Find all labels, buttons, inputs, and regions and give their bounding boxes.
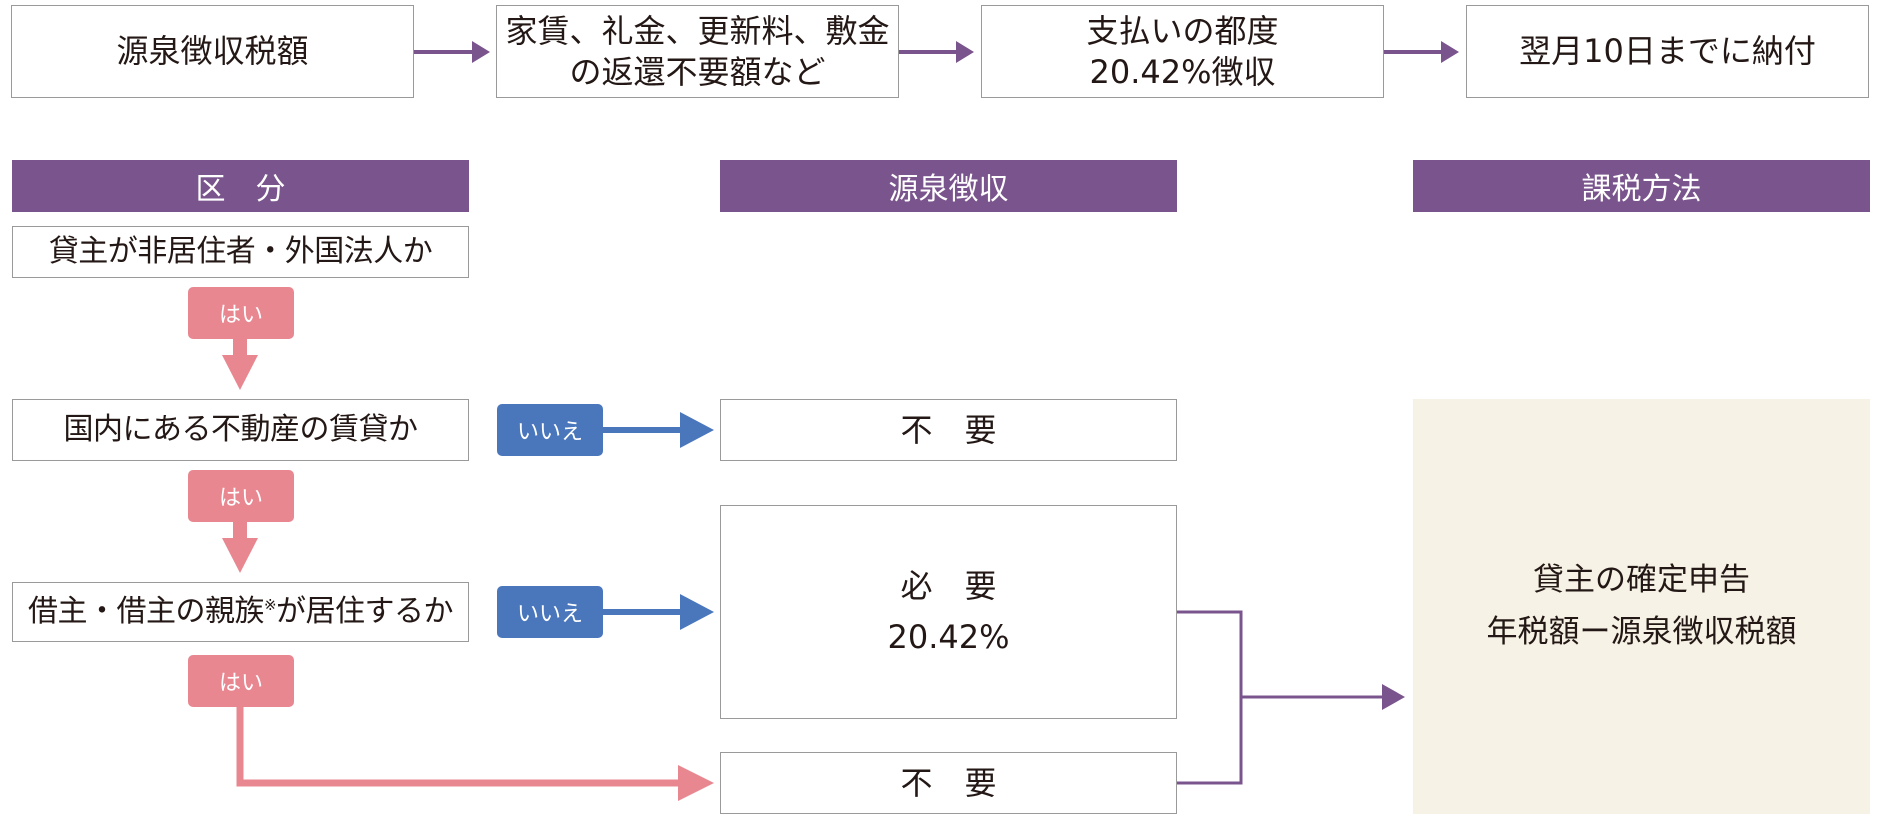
yes-tag-1: はい [188, 287, 294, 339]
result-not-required-1-text: 不 要 [900, 410, 997, 449]
flow-step-pay-deadline: 翌月10日までに納付 [1466, 5, 1869, 98]
flow-step-withholding-amount: 源泉徴収税額 [11, 5, 414, 98]
no-arrow-2 [600, 594, 714, 630]
question-nonresident-lessor: 貸主が非居住者・外国法人か [12, 226, 469, 278]
header-category: 区 分 [12, 160, 469, 212]
result-not-required-1: 不 要 [720, 399, 1177, 461]
result-required: 必 要 20.42% [720, 505, 1177, 719]
flow-step-rent-items: 家賃、礼金、更新料、敷金 の返還不要額など [496, 5, 899, 98]
taxation-line1: 貸主の確定申告 [1533, 562, 1750, 599]
result-required-text: 必 要 [900, 566, 997, 605]
no-tag-2: いいえ [497, 586, 603, 638]
question-1-text: 貸主が非居住者・外国法人か [48, 233, 433, 269]
yes-arrow-1 [222, 338, 258, 390]
no-arrow-1 [600, 412, 714, 448]
yes-arrow-2 [222, 521, 258, 573]
header-taxation: 課税方法 [1413, 160, 1870, 212]
result-not-required-2: 不 要 [720, 752, 1177, 814]
no-tag-1: いいえ [497, 404, 603, 456]
flow-step-2-line2: の返還不要額など [569, 52, 826, 91]
question-2-text: 国内にある不動産の賃貸か [63, 411, 419, 447]
question-3-tail: が居住するか [276, 593, 454, 629]
flow-step-collect-rate: 支払いの都度 20.42%徴収 [981, 5, 1384, 98]
question-3-main: 借主・借主の親族 [27, 593, 265, 629]
yes-tag-2: はい [188, 470, 294, 522]
flow-step-4-text: 翌月10日までに納付 [1519, 32, 1816, 71]
flow-step-1-text: 源泉徴収税額 [116, 32, 309, 71]
question-domestic-property: 国内にある不動産の賃貸か [12, 399, 469, 461]
taxation-panel: 貸主の確定申告 年税額ー源泉徴収税額 [1413, 399, 1870, 814]
question-lessee-residence: 借主・借主の親族※が居住するか [12, 582, 469, 642]
header-withholding: 源泉徴収 [720, 160, 1177, 212]
top-arrow-2 [899, 41, 974, 63]
merge-connector [1176, 610, 1405, 785]
yes-path-3 [236, 705, 714, 801]
taxation-line2: 年税額ー源泉徴収税額 [1486, 613, 1797, 650]
top-arrow-1 [414, 41, 490, 63]
footnote-mark: ※ [263, 595, 277, 614]
result-required-rate: 20.42% [887, 618, 1010, 656]
yes-tag-3: はい [188, 655, 294, 707]
result-not-required-2-text: 不 要 [900, 763, 997, 802]
flow-step-3-line2: 20.42%徴収 [1089, 52, 1276, 91]
flow-step-3-line1: 支払いの都度 [1086, 11, 1279, 50]
flow-step-2-line1: 家賃、礼金、更新料、敷金 [505, 11, 890, 50]
question-3-text: 借主・借主の親族※が居住するか [27, 593, 454, 631]
top-arrow-3 [1384, 41, 1459, 63]
